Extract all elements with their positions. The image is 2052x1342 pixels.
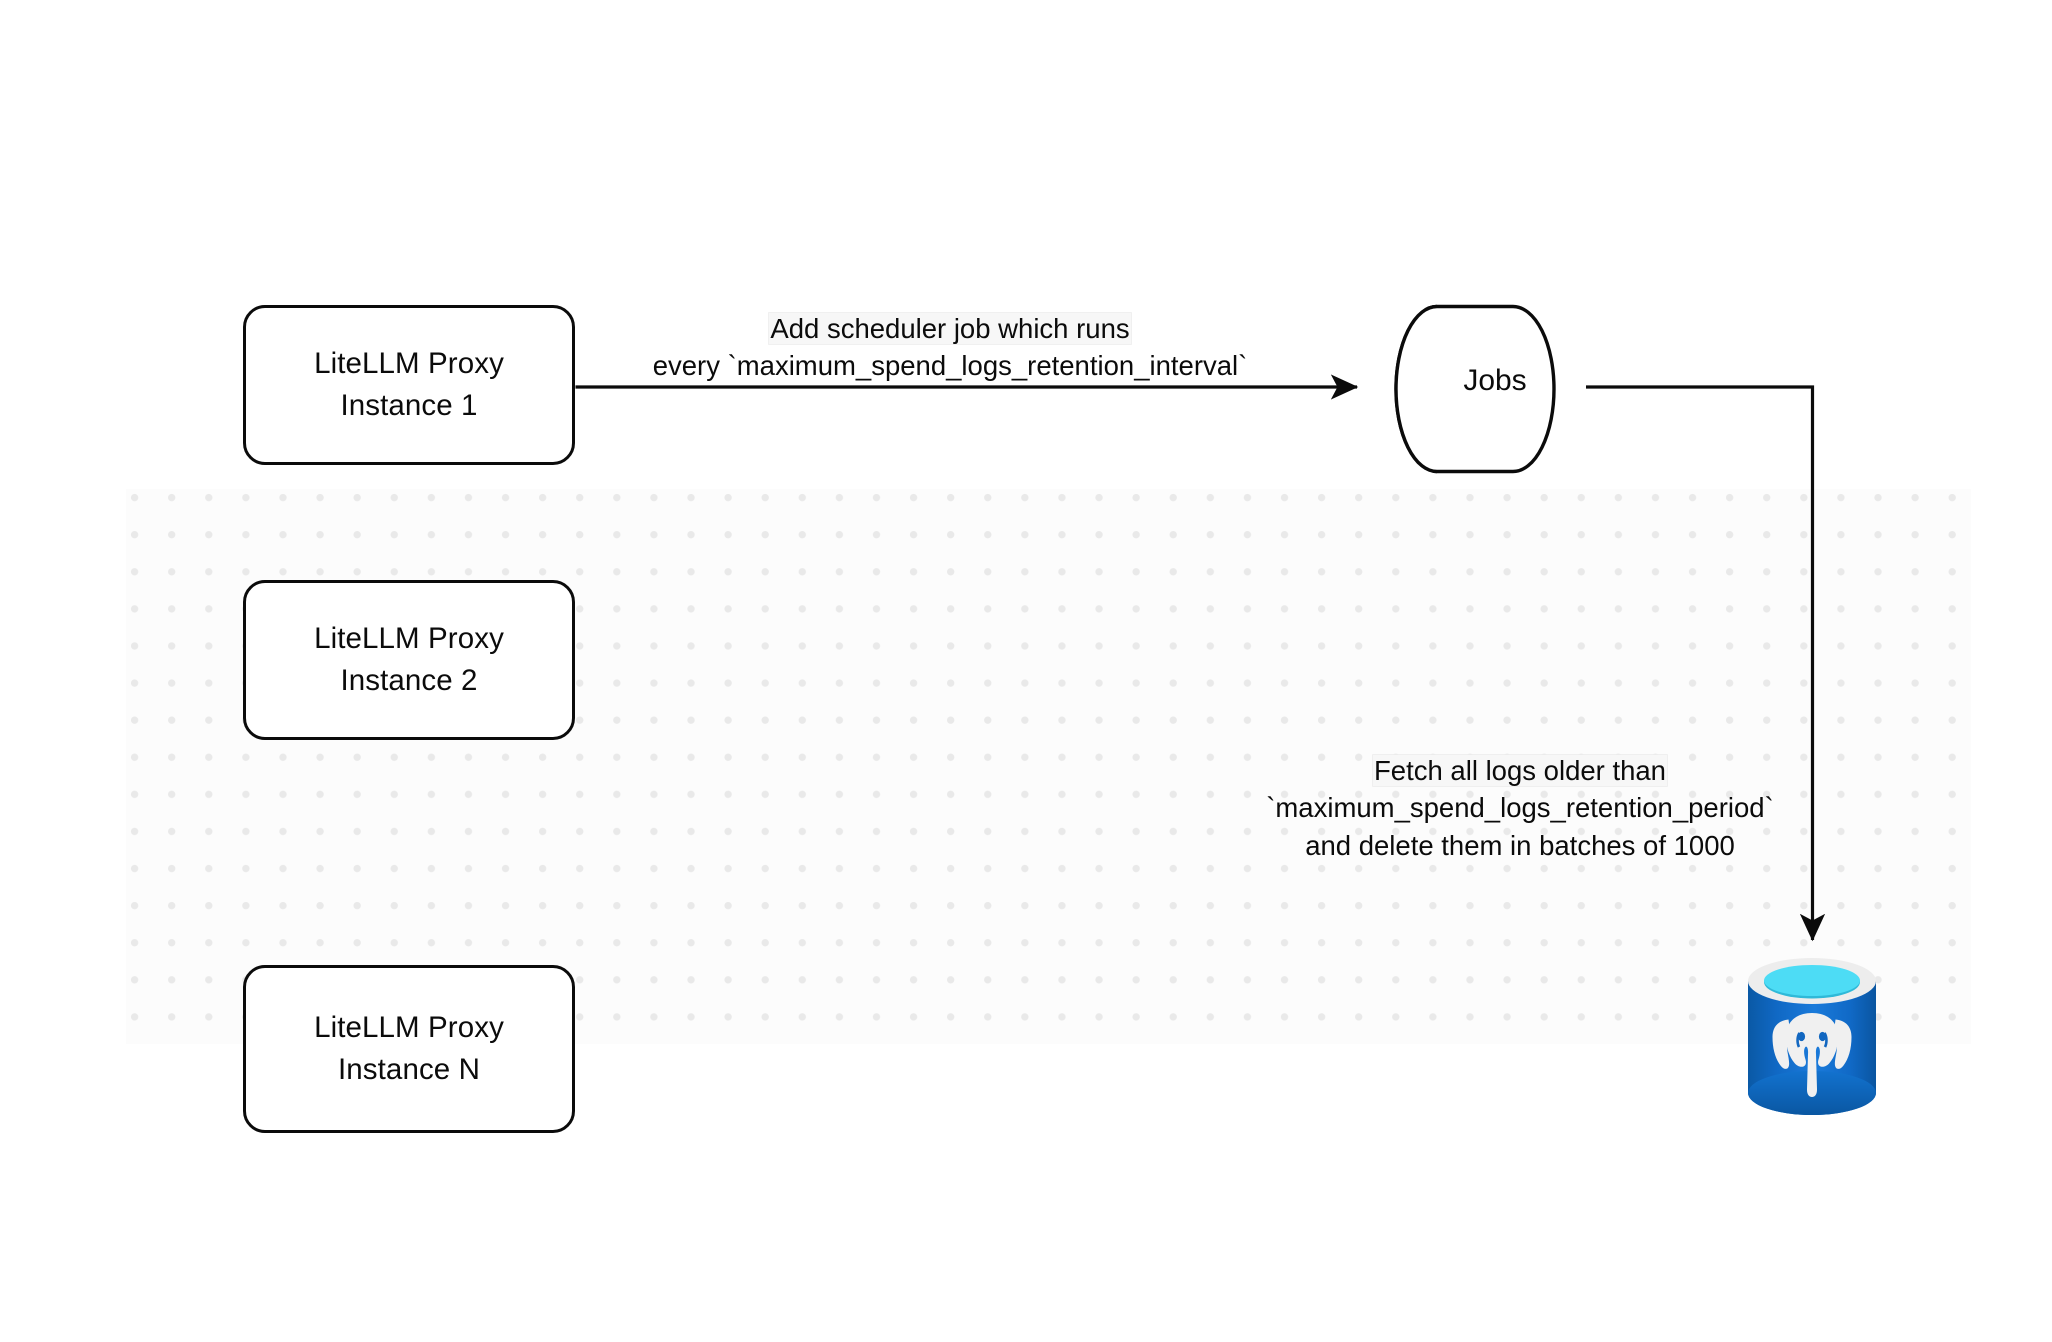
edge-label-line: Add scheduler job which runs bbox=[769, 313, 1131, 344]
node-label-line2: Instance 2 bbox=[340, 664, 478, 697]
edge-jobs-to-postgres bbox=[1586, 385, 1826, 942]
edge-label-line: every `maximum_spend_logs_retention_inte… bbox=[652, 350, 1248, 382]
node-label-jobs: Jobs bbox=[1463, 364, 1527, 397]
elephant-tusks bbox=[1794, 1058, 1830, 1064]
postgresql-database-icon[interactable] bbox=[1744, 953, 1880, 1123]
edge-label-line: `maximum_spend_logs_retention_period` bbox=[1266, 792, 1774, 824]
elephant-eyes bbox=[1797, 1031, 1827, 1042]
edge-label-line: Fetch all logs older than bbox=[1373, 755, 1667, 786]
node-label-line1: LiteLLM Proxy bbox=[314, 347, 504, 381]
jobs-cylinder-shape bbox=[1394, 304, 1556, 474]
node-label-line2: Instance N bbox=[337, 1053, 481, 1086]
edge-label-fetch-delete: Fetch all logs older than `maximum_spend… bbox=[1250, 752, 1790, 864]
edge-label-scheduler: Add scheduler job which runs every `maxi… bbox=[610, 310, 1290, 385]
node-label-line1: LiteLLM Proxy bbox=[314, 1011, 504, 1045]
node-litellm-proxy-instance-n[interactable]: LiteLLM Proxy Instance N bbox=[243, 965, 575, 1133]
node-litellm-proxy-instance-1[interactable]: LiteLLM Proxy Instance 1 bbox=[243, 305, 575, 465]
node-label-line2: Instance 1 bbox=[340, 389, 478, 422]
node-label-line1: LiteLLM Proxy bbox=[314, 622, 504, 656]
edge-label-line: and delete them in batches of 1000 bbox=[1305, 829, 1735, 861]
node-litellm-proxy-instance-2[interactable]: LiteLLM Proxy Instance 2 bbox=[243, 580, 575, 740]
